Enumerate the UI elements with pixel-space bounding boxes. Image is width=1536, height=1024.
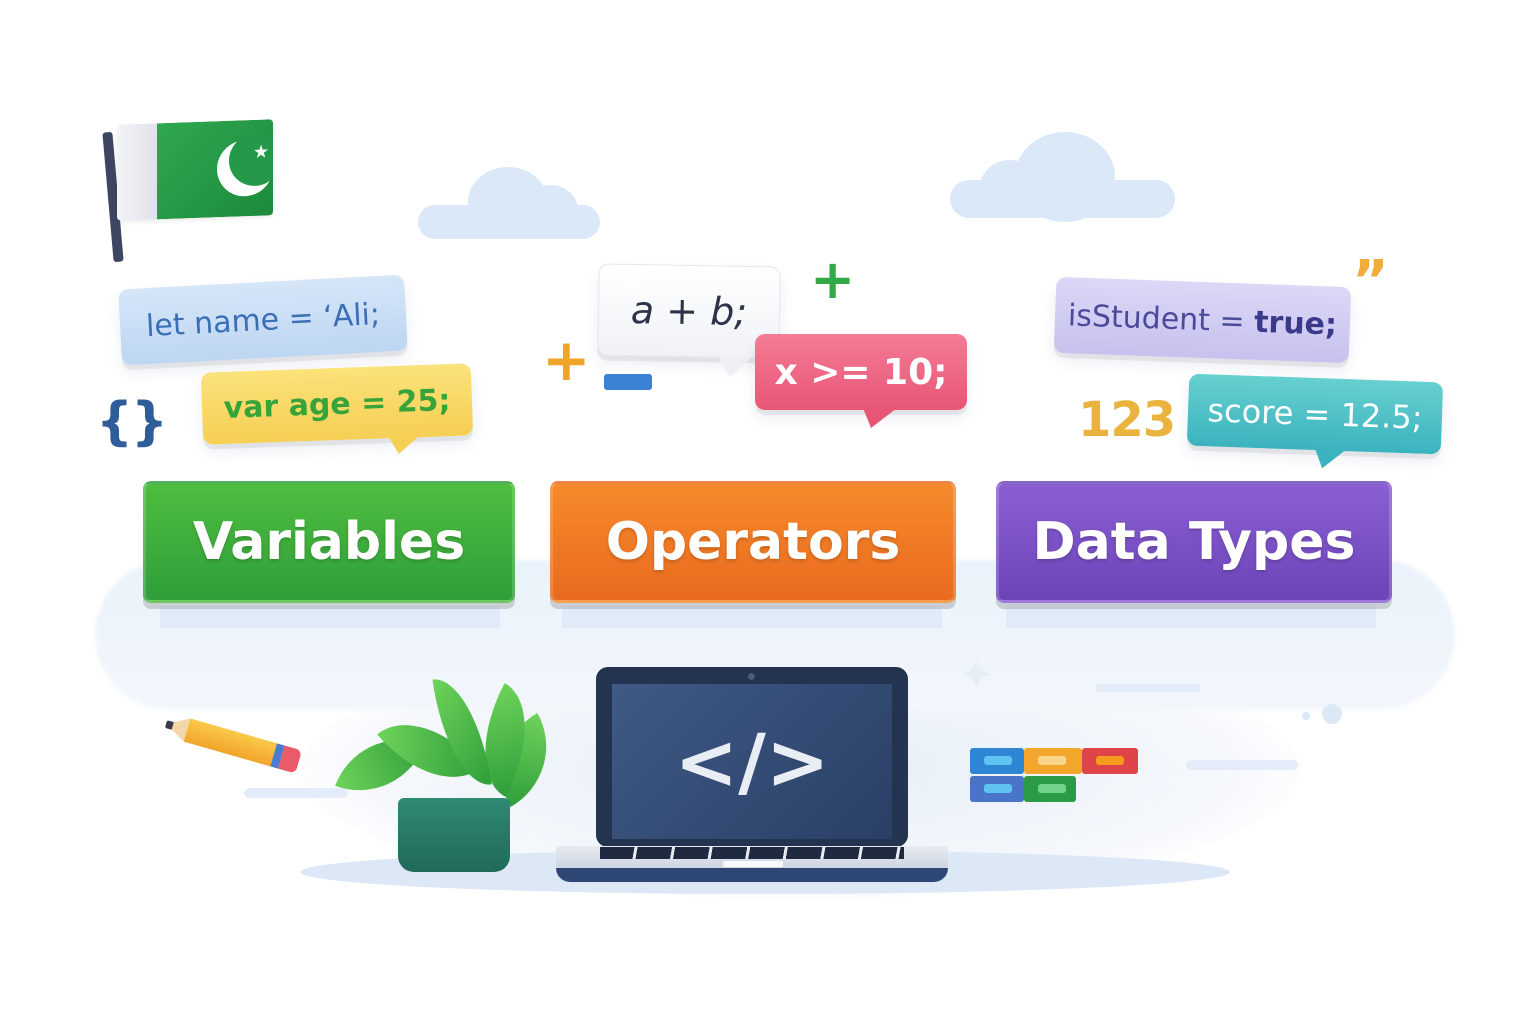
decor-dot — [1322, 704, 1342, 724]
decor-dot — [1302, 712, 1310, 720]
card-shadow — [562, 606, 942, 628]
sparkle-icon: ✦ — [958, 650, 995, 701]
laptop-display — [612, 684, 892, 839]
flag-green-field: ★ — [157, 119, 273, 220]
category-data-types: Data Types — [996, 481, 1392, 603]
bubble-tail — [1314, 448, 1347, 470]
category-label: Operators — [605, 512, 901, 572]
color-block — [1024, 776, 1076, 802]
code-text: score = 12.5; — [1206, 391, 1424, 437]
star-icon: ★ — [253, 141, 270, 163]
code-value: true; — [1253, 304, 1338, 343]
quote-mark-icon: ” — [1352, 249, 1389, 314]
color-block — [970, 748, 1024, 774]
bubble-tail — [863, 408, 897, 428]
laptop-keyboard — [600, 847, 904, 859]
pencil-icon — [162, 712, 304, 774]
bubble-tail — [717, 356, 753, 378]
plus-icon: + — [810, 248, 856, 311]
card-shadow — [160, 606, 500, 628]
flag-white-band — [117, 123, 157, 221]
code-tag-icon: </> — [674, 717, 830, 806]
plus-icon: + — [542, 326, 591, 394]
color-block — [1024, 748, 1082, 774]
numbers-icon: 123 — [1078, 392, 1176, 448]
category-label: Data Types — [1032, 512, 1356, 572]
code-text: a + b; — [630, 287, 748, 335]
decor-dash — [244, 788, 348, 798]
decor-dash — [1186, 760, 1298, 770]
decor-dash — [1096, 684, 1200, 692]
code-text: let name = ‘Ali; — [145, 296, 381, 344]
plant-pot-icon — [398, 798, 510, 872]
laptop-bottom-edge — [556, 868, 948, 882]
code-text: x >= 10; — [774, 351, 948, 393]
curly-braces-icon: {} — [96, 392, 168, 452]
code-bubble-is-student: isStudent = true; — [1053, 276, 1352, 364]
code-text: var age = 25; — [223, 382, 451, 426]
minus-icon — [604, 374, 652, 390]
bubble-tail — [388, 435, 421, 455]
category-label: Variables — [192, 512, 466, 572]
code-bubble-let-name: let name = ‘Ali; — [118, 274, 408, 366]
card-shadow — [1006, 606, 1376, 628]
code-bubble-a-plus-b: a + b; — [597, 263, 781, 378]
code-bubble-x-gte-10: x >= 10; — [755, 334, 967, 428]
color-block — [970, 776, 1024, 802]
cloud-icon — [418, 167, 600, 239]
pakistan-flag-icon: ★ — [117, 119, 273, 221]
cloud-icon — [950, 132, 1175, 222]
code-bubble-var-age: var age = 25; — [200, 363, 474, 455]
code-text: isStudent = — [1067, 297, 1246, 339]
code-bubble-score: score = 12.5; — [1186, 373, 1444, 470]
webcam-icon — [748, 673, 755, 680]
category-variables: Variables — [143, 481, 515, 603]
category-operators: Operators — [550, 481, 956, 603]
laptop-trackpad — [723, 861, 783, 867]
color-block — [1082, 748, 1138, 774]
